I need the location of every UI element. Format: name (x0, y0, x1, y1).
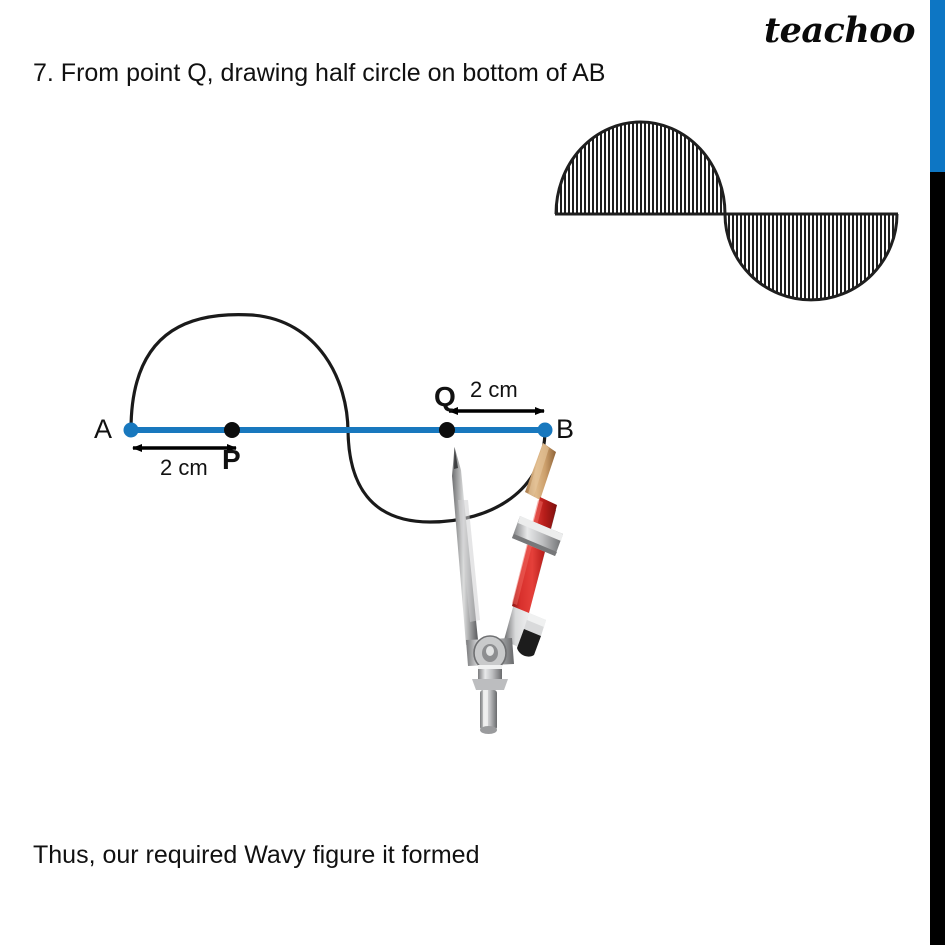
compass-needle-leg (452, 447, 480, 645)
compass-hinge (466, 635, 514, 671)
point-label-B: B (556, 414, 575, 444)
dimension-label-left: 2 cm (160, 455, 208, 480)
compass-pencil (512, 443, 557, 657)
point-B-dot (537, 422, 553, 438)
wave-logo-lower-lobe (723, 213, 899, 302)
wave-logo-upper-lobe (554, 120, 727, 215)
right-edge-blue-bar (930, 0, 945, 172)
compass-collar (478, 665, 502, 679)
compass-pencil-clamp (512, 516, 563, 556)
point-P-dot (224, 422, 240, 438)
wave-upper-arc (129, 313, 350, 434)
point-A-dot (123, 422, 139, 438)
right-edge-black-bar (930, 172, 945, 945)
point-Q-dot (439, 422, 455, 438)
dimension-label-right: 2 cm (470, 377, 518, 402)
teachoo-logo: teachoo (763, 10, 916, 51)
point-label-P: P (222, 444, 241, 475)
point-label-A: A (94, 414, 113, 444)
compass-pencil-leg (504, 505, 556, 648)
wavy-curve (129, 313, 547, 524)
wave-lower-arc (346, 426, 547, 524)
step-heading: 7. From point Q, drawing half circle on … (33, 59, 606, 87)
conclusion-text: Thus, our required Wavy figure it formed (33, 841, 480, 869)
compass-handle (472, 679, 508, 734)
point-label-Q: Q (434, 381, 456, 412)
compass-tool (452, 443, 563, 734)
